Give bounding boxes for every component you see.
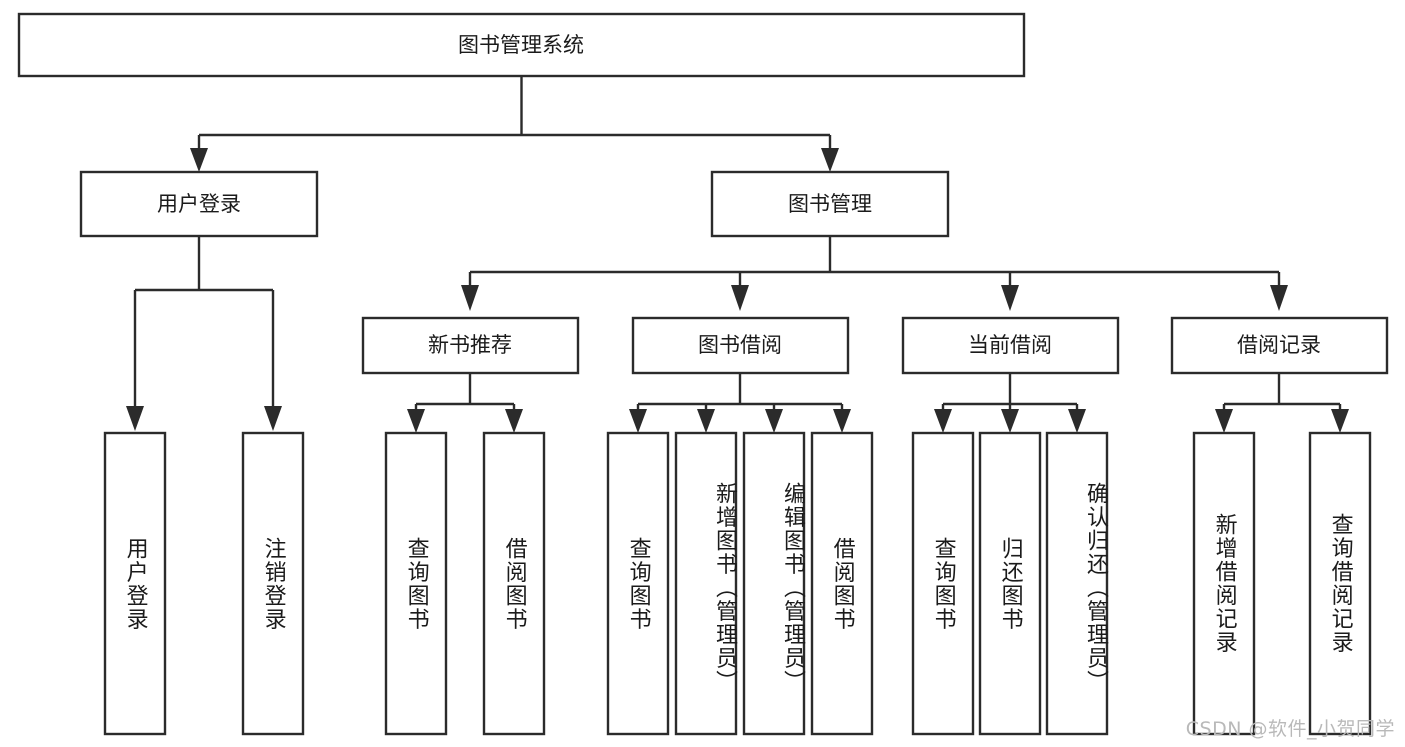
node-leaf-query-record-box[interactable] [1308, 431, 1372, 736]
node-borrow-record-box[interactable] [1170, 316, 1389, 375]
arrow-leaf-user-login [126, 406, 144, 431]
node-leaf-query-book-3-box[interactable] [911, 431, 975, 736]
node-book-management-box[interactable] [710, 170, 950, 238]
node-book-borrow-label: 图书借阅 [698, 333, 782, 357]
node-root-box[interactable] [17, 12, 1026, 78]
node-root[interactable]: 图书管理系统 [17, 12, 1026, 78]
node-leaf-borrow-book-1-box[interactable] [482, 431, 546, 736]
arrow-leaf-add-record [1215, 409, 1233, 433]
node-root-label: 图书管理系统 [458, 33, 584, 57]
arrow-leaf-borrow-book-2 [833, 409, 851, 433]
arrow-book-management [821, 148, 839, 172]
node-leaf-edit-book-box[interactable] [742, 431, 806, 736]
node-current-borrow-label: 当前借阅 [968, 333, 1052, 357]
node-book-management[interactable]: 图书管理 [710, 170, 950, 238]
node-leaf-borrow-book-2-box[interactable] [810, 431, 874, 736]
arrow-leaf-edit-book [765, 409, 783, 433]
node-user-login[interactable]: 用户登录 [79, 170, 319, 238]
arrow-leaf-query-book-1 [407, 409, 425, 433]
node-book-borrow[interactable]: 图书借阅 [631, 316, 850, 375]
node-user-login-box[interactable] [79, 170, 319, 238]
node-current-borrow[interactable]: 当前借阅 [901, 316, 1120, 375]
connector-group [126, 76, 1349, 433]
arrow-leaf-query-book-2 [629, 409, 647, 433]
node-leaf-return-book-box[interactable] [978, 431, 1042, 736]
arrow-leaf-logout-login [264, 406, 282, 431]
arrow-leaf-return-book [1001, 409, 1019, 433]
arrow-leaf-query-record [1331, 409, 1349, 433]
node-new-book-recommend-box[interactable] [361, 316, 580, 375]
arrow-user-login [190, 148, 208, 172]
node-borrow-record-label: 借阅记录 [1237, 333, 1321, 357]
arrow-book-borrow [731, 285, 749, 311]
arrow-leaf-add-book [697, 409, 715, 433]
node-leaf-logout-login-box[interactable] [241, 431, 305, 736]
node-borrow-record[interactable]: 借阅记录 [1170, 316, 1389, 375]
node-leaf-query-book-2-box[interactable] [606, 431, 670, 736]
node-new-book-recommend-label: 新书推荐 [428, 333, 512, 357]
node-current-borrow-box[interactable] [901, 316, 1120, 375]
arrow-leaf-borrow-book-1 [505, 409, 523, 433]
node-leaf-confirm-return-box[interactable] [1045, 431, 1109, 736]
node-leaf-add-book-box[interactable] [674, 431, 738, 736]
arrow-borrow-record [1270, 285, 1288, 311]
arrow-leaf-confirm-return [1068, 409, 1086, 433]
node-user-login-label: 用户登录 [157, 192, 241, 216]
arrow-new-book-recommend [461, 285, 479, 311]
node-new-book-recommend[interactable]: 新书推荐 [361, 316, 580, 375]
node-leaf-user-login-box[interactable] [103, 431, 167, 736]
csdn-watermark: CSDN @软件_小贺同学 [1185, 718, 1395, 740]
arrow-current-borrow [1001, 285, 1019, 311]
node-book-management-label: 图书管理 [788, 192, 872, 216]
node-leaf-query-book-1-box[interactable] [384, 431, 448, 736]
node-book-borrow-box[interactable] [631, 316, 850, 375]
node-leaf-add-record-box[interactable] [1192, 431, 1256, 736]
arrow-leaf-query-book-3 [934, 409, 952, 433]
